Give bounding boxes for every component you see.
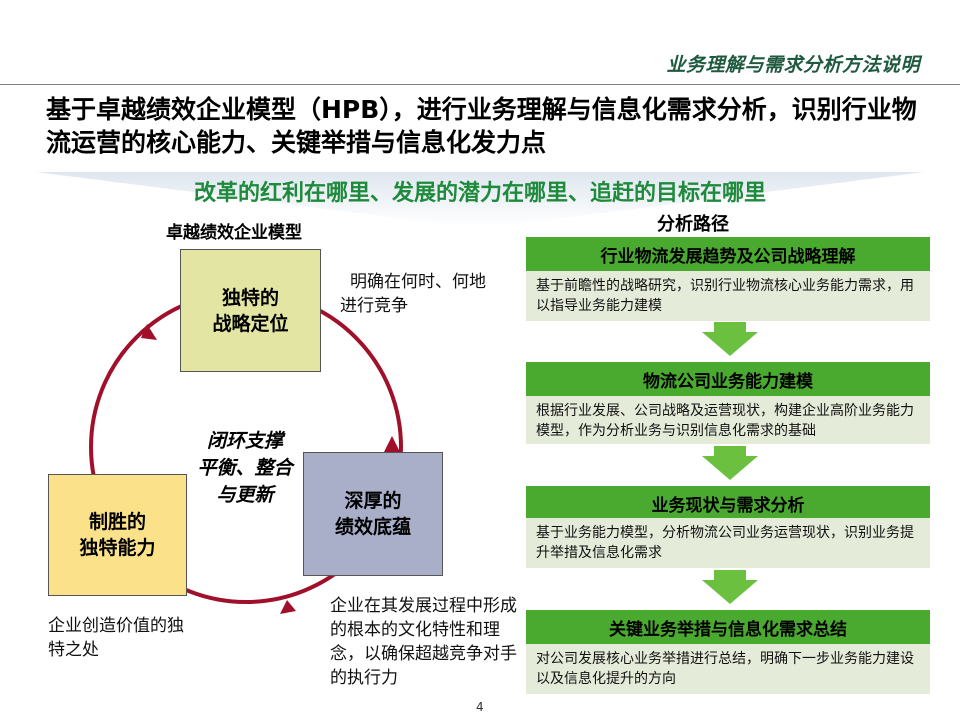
strategy-position-box: 独特的 战略定位 <box>180 249 321 372</box>
step-3-body: 基于业务能力模型，分析物流公司业务运营现状，识别业务提升举措及信息化需求 <box>526 518 930 568</box>
performance-culture-box: 深厚的 绩效底蕴 <box>303 452 443 576</box>
main-title: 基于卓越绩效企业模型（HPB），进行业务理解与信息化需求分析，识别行业物流运营的… <box>46 95 917 157</box>
unique-capability-box: 制胜的 独特能力 <box>48 474 187 596</box>
page-number: 4 <box>476 700 484 714</box>
capability-note: 企业创造价值的独特之处 <box>48 616 184 660</box>
step-2-header: 物流公司业务能力建模 <box>526 362 930 396</box>
down-arrow-icon <box>702 570 758 604</box>
cycle-arrow-bottom-right <box>280 600 296 614</box>
strategy-position-label: 独特的 战略定位 <box>212 286 289 335</box>
culture-note: 企业在其发展过程中形成的根本的文化特性和理念，以确保超越竞争对手的执行力 <box>330 596 517 688</box>
funnel-text: 改革的红利在哪里、发展的潜力在哪里、追赶的目标在哪里 <box>193 181 766 206</box>
step-4-header: 关键业务举措与信息化需求总结 <box>526 610 930 644</box>
strategy-note: 明确在何时、何地进行竞争 <box>340 272 486 316</box>
unique-capability-label: 制胜的 独特能力 <box>79 511 156 559</box>
down-arrow-icon <box>702 446 758 480</box>
model-heading: 卓越绩效企业模型 <box>166 223 302 243</box>
cycle-arrow-top-left <box>141 324 157 340</box>
step-1-body: 基于前瞻性的战略研究，识别行业物流核心业务能力需求，用以指导业务能力建模 <box>526 271 930 321</box>
step-2-body: 根据行业发展、公司战略及运营现状，构建企业高阶业务能力模型，作为分析业务与识别信… <box>526 396 930 444</box>
step-3-header: 业务现状与需求分析 <box>526 486 930 520</box>
header-divider <box>0 84 960 85</box>
page-header-title: 业务理解与需求分析方法说明 <box>666 54 920 76</box>
cycle-arrow-right <box>384 436 400 452</box>
step-4-body: 对公司发展核心业务举措进行总结，明确下一步业务能力建设以及信息化提升的方向 <box>526 644 930 694</box>
path-heading: 分析路径 <box>657 214 729 235</box>
step-1-header: 行业物流发展趋势及公司战略理解 <box>526 237 930 271</box>
performance-culture-label: 深厚的 绩效底蕴 <box>334 490 411 538</box>
down-arrow-icon <box>702 322 758 356</box>
cycle-caption: 闭环支撑 平衡、整合 与更新 <box>197 430 293 506</box>
funnel-banner <box>36 172 924 226</box>
